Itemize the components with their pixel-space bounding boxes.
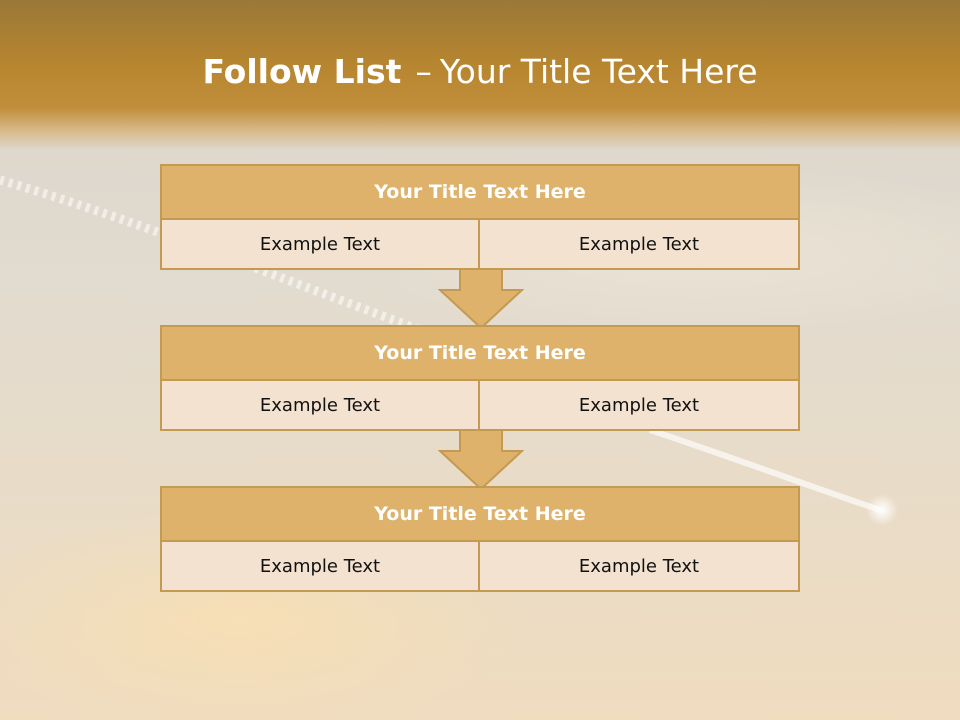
step-title: Your Title Text Here [160, 325, 800, 381]
title-banner [0, 0, 960, 150]
down-arrow-icon [438, 429, 524, 491]
step-cell-right: Example Text [480, 381, 800, 431]
step-cell-left: Example Text [160, 220, 480, 270]
step-title: Your Title Text Here [160, 164, 800, 220]
step-box-1: Your Title Text Here Example Text Exampl… [160, 164, 800, 270]
title-separator: – [415, 52, 432, 91]
down-arrow-icon [438, 268, 524, 330]
step-box-2: Your Title Text Here Example Text Exampl… [160, 325, 800, 431]
step-cell-left: Example Text [160, 542, 480, 592]
title-bold-part: Follow List [202, 52, 402, 91]
step-cell-left: Example Text [160, 381, 480, 431]
step-cell-right: Example Text [480, 542, 800, 592]
step-title: Your Title Text Here [160, 486, 800, 542]
step-cell-right: Example Text [480, 220, 800, 270]
step-box-3: Your Title Text Here Example Text Exampl… [160, 486, 800, 592]
title-rest-part: Your Title Text Here [439, 52, 758, 91]
slide-title: Follow List–Your Title Text Here [0, 52, 960, 91]
